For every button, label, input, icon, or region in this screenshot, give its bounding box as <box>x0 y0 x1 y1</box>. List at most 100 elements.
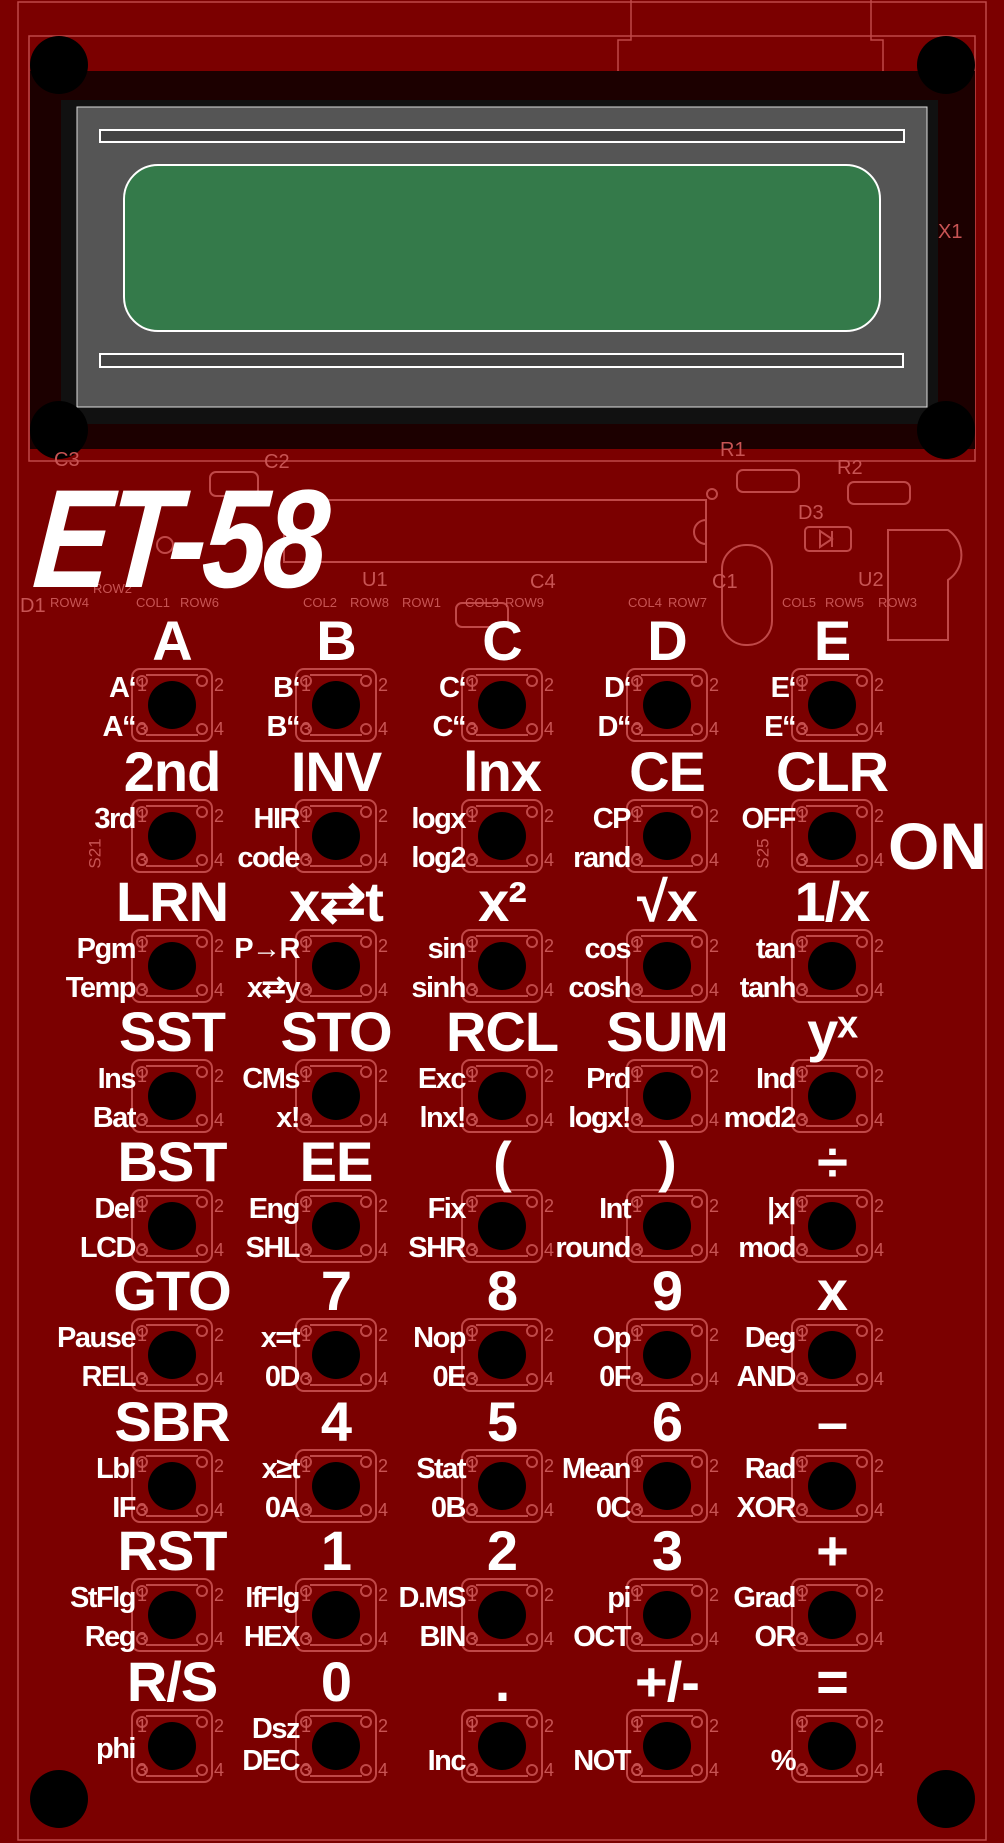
key-button[interactable] <box>148 1202 196 1250</box>
key-third-label: 0E <box>432 1361 467 1393</box>
key-footprint <box>791 1449 873 1523</box>
pin-number: 4 <box>874 1629 884 1649</box>
silk-d3: D3 <box>798 502 824 524</box>
pin-number: 4 <box>709 1760 719 1780</box>
key-footprint <box>626 799 708 873</box>
mounting-hole-mid-left <box>30 401 88 459</box>
pin-number: 2 <box>544 1716 554 1736</box>
key-button[interactable] <box>312 1202 360 1250</box>
key-button[interactable] <box>312 942 360 990</box>
key-button[interactable] <box>808 1591 856 1639</box>
pin-number: 4 <box>709 1240 719 1260</box>
key-button[interactable] <box>478 1202 526 1250</box>
pin-number: 4 <box>544 719 554 739</box>
footprint-pad <box>136 1114 148 1126</box>
pin-number: 1 <box>467 936 477 956</box>
key-button[interactable] <box>148 1462 196 1510</box>
key-button[interactable] <box>808 1072 856 1120</box>
key-button[interactable] <box>478 1462 526 1510</box>
key-main-label: x <box>816 1259 848 1322</box>
key-button[interactable] <box>808 681 856 729</box>
footprint-pad <box>300 806 312 818</box>
key-button[interactable] <box>643 1072 691 1120</box>
key-button[interactable] <box>478 1072 526 1120</box>
key-button[interactable] <box>312 1331 360 1379</box>
key-button[interactable] <box>643 1722 691 1770</box>
key-button[interactable] <box>148 942 196 990</box>
key-second-label: B‘ <box>273 672 301 704</box>
key-footprint <box>295 1449 377 1523</box>
key-main-label: 5 <box>486 1390 518 1453</box>
key-third-label: 0F <box>599 1361 631 1393</box>
key-button[interactable] <box>643 1462 691 1510</box>
key-button[interactable] <box>808 942 856 990</box>
key-button[interactable] <box>808 1722 856 1770</box>
key-footprint <box>626 1189 708 1263</box>
key-button[interactable] <box>478 1722 526 1770</box>
key-button[interactable] <box>312 812 360 860</box>
key-second-label: Exc <box>417 1063 467 1095</box>
key-button[interactable] <box>643 1591 691 1639</box>
key-button[interactable] <box>808 1202 856 1250</box>
key-button[interactable] <box>478 1591 526 1639</box>
key-button[interactable] <box>643 1202 691 1250</box>
key-button[interactable] <box>808 1462 856 1510</box>
key-button[interactable] <box>808 812 856 860</box>
footprint-pad <box>360 1764 372 1776</box>
key-button[interactable] <box>312 1591 360 1639</box>
key-second-label: Del <box>94 1193 136 1225</box>
key-button[interactable] <box>148 681 196 729</box>
footprint-pad <box>300 984 312 996</box>
key-button[interactable] <box>312 1462 360 1510</box>
key-third-label: IF <box>112 1492 136 1524</box>
key-footprint <box>626 668 708 742</box>
pin-number: 2 <box>874 675 884 695</box>
key-button[interactable] <box>478 812 526 860</box>
pin-number: 2 <box>378 1196 388 1216</box>
key-button[interactable] <box>148 1722 196 1770</box>
key-main-label: 0 <box>320 1650 352 1713</box>
key-button[interactable] <box>148 812 196 860</box>
key-button[interactable] <box>312 1072 360 1120</box>
key-button[interactable] <box>643 1331 691 1379</box>
key-third-label: x⇄y <box>246 972 301 1004</box>
key-button[interactable] <box>478 1331 526 1379</box>
key-button[interactable] <box>643 942 691 990</box>
footprint-pad <box>796 1196 808 1208</box>
footprint-pad <box>300 1456 312 1468</box>
pin-number: 4 <box>544 1110 554 1130</box>
c1-outline <box>721 544 773 646</box>
pin-number: 4 <box>378 1110 388 1130</box>
key-button[interactable] <box>148 1072 196 1120</box>
footprint-pad <box>136 1716 148 1728</box>
key-footprint <box>626 1449 708 1523</box>
pin-number: 2 <box>214 675 224 695</box>
key-button[interactable] <box>478 681 526 729</box>
key-third-label: 0B <box>430 1492 467 1524</box>
footprint-pad <box>691 723 703 735</box>
footprint-pad <box>691 1764 703 1776</box>
pin-number: 4 <box>378 1760 388 1780</box>
pin-number: 1 <box>467 806 477 826</box>
footprint-pad <box>300 854 312 866</box>
footprint-pad <box>631 806 643 818</box>
key-button[interactable] <box>643 812 691 860</box>
footprint-pad <box>631 723 643 735</box>
key-button[interactable] <box>312 1722 360 1770</box>
key-second-label: StFlg <box>70 1582 137 1614</box>
key-button[interactable] <box>148 1331 196 1379</box>
key-third-label: round <box>555 1232 631 1264</box>
pin-number: 2 <box>874 806 884 826</box>
pin-number: 3 <box>797 1629 807 1649</box>
pin-number: 4 <box>544 1369 554 1389</box>
key-button[interactable] <box>148 1591 196 1639</box>
key-button[interactable] <box>312 681 360 729</box>
key-footprint <box>461 1189 543 1263</box>
key-main-label: x⇄t <box>289 870 384 933</box>
footprint-pad <box>691 936 703 948</box>
pin-number: 1 <box>797 675 807 695</box>
key-button[interactable] <box>808 1331 856 1379</box>
key-button[interactable] <box>643 681 691 729</box>
key-main-label: lnx <box>463 740 542 803</box>
key-button[interactable] <box>478 942 526 990</box>
